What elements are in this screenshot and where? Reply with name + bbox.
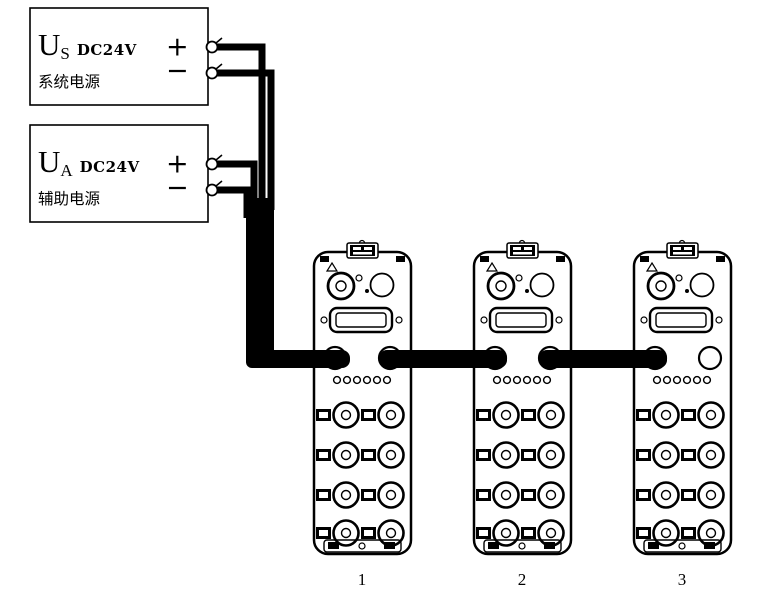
- cable-to-module-1: [246, 350, 350, 368]
- io-module-3: [634, 241, 731, 555]
- module-number-3: 3: [678, 570, 687, 589]
- wire-ua-minus: [212, 186, 251, 218]
- plus-sign-ua: +: [166, 149, 189, 180]
- supply-terminals: [205, 37, 223, 197]
- terminal-us-plus: [205, 40, 219, 54]
- minus-sign-ua: −: [166, 173, 189, 204]
- supply-name-ua: 辅助电源: [38, 190, 100, 208]
- wire-us-plus: [212, 43, 266, 210]
- io-module-1: [314, 241, 411, 555]
- io-module-2: [474, 241, 571, 555]
- cable-module1-module2: [379, 350, 507, 368]
- wire-us-minus: [212, 69, 275, 210]
- terminal-us-minus: [205, 66, 219, 80]
- module-number-1: 1: [358, 570, 367, 589]
- supply-box: [29, 7, 209, 106]
- supply-box: [29, 124, 209, 223]
- minus-sign-us: −: [166, 56, 189, 87]
- module-number-2: 2: [518, 570, 527, 589]
- supply-name-us: 系统电源: [38, 73, 100, 91]
- terminal-ua-plus: [205, 157, 219, 171]
- power-cabling: [212, 43, 667, 368]
- cable-bundle: [246, 198, 274, 368]
- terminal-ua-minus: [205, 183, 219, 197]
- cable-module2-module3: [539, 350, 667, 368]
- plus-sign-us: +: [166, 32, 189, 63]
